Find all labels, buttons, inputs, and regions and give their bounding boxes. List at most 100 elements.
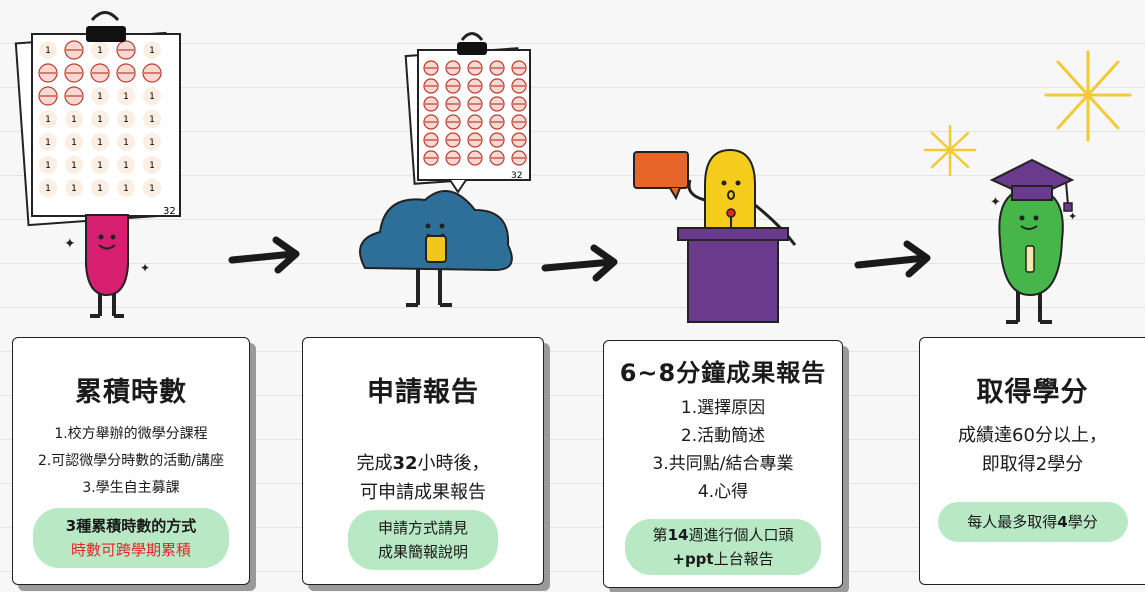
note-text-red: 時數可跨學期累積 bbox=[70, 541, 191, 559]
empty-stamp-slot bbox=[65, 133, 83, 151]
stamp-digit: 1 bbox=[45, 138, 51, 148]
pink-character: ✦ ✦ bbox=[64, 214, 150, 318]
stamp-digit: 1 bbox=[45, 184, 51, 194]
empty-stamp-slot bbox=[91, 41, 109, 59]
note-text: 上台報告 bbox=[713, 550, 774, 568]
stamp-digit: 1 bbox=[123, 138, 129, 148]
list-item: 3.學生自主募課 bbox=[82, 480, 180, 496]
empty-stamp-slot bbox=[117, 87, 135, 105]
list-item: 2.活動簡述 bbox=[680, 426, 766, 446]
stamp-digit: 1 bbox=[45, 115, 51, 125]
stamp-digit: 1 bbox=[97, 92, 103, 102]
empty-stamp-slot bbox=[117, 179, 135, 197]
empty-stamp-slot bbox=[39, 133, 57, 151]
stamp-digit: 1 bbox=[71, 138, 77, 148]
svg-text:✦: ✦ bbox=[990, 195, 1001, 210]
note-text: 申請方式請見 bbox=[377, 519, 468, 537]
empty-stamp-slot bbox=[39, 179, 57, 197]
stamp-digit: 1 bbox=[97, 46, 103, 56]
speech-bubble-icon bbox=[633, 151, 689, 201]
card-body: 成績達60分以上， 即取得2學分 bbox=[920, 421, 1145, 479]
step-card-accumulate-hours: 累積時數 1.校方舉辦的微學分課程 2.可認微學分時數的活動/講座 3.學生自主… bbox=[12, 337, 250, 585]
green-character: ✦ ✦ bbox=[990, 186, 1077, 324]
stamp-digit: 1 bbox=[149, 138, 155, 148]
empty-stamp-slot bbox=[91, 156, 109, 174]
list-item: 2.可認微學分時數的活動/講座 bbox=[37, 453, 225, 469]
card-title: 取得學分 bbox=[976, 377, 1089, 408]
empty-stamp-slot bbox=[143, 179, 161, 197]
empty-stamp-slot bbox=[143, 41, 161, 59]
list-item: 1.選擇原因 bbox=[680, 398, 766, 418]
phone-icon bbox=[425, 235, 447, 263]
empty-stamp-slot bbox=[39, 110, 57, 128]
empty-stamp-slot bbox=[143, 156, 161, 174]
note-num: 3 bbox=[65, 517, 77, 535]
report-sheet: 32 bbox=[404, 47, 531, 194]
firework-icon bbox=[923, 124, 977, 177]
stamp-digit: 1 bbox=[71, 161, 77, 171]
empty-stamp-slot bbox=[91, 110, 109, 128]
list-item: 1.校方舉辦的微學分課程 bbox=[54, 426, 208, 442]
stamp-digit: 1 bbox=[123, 184, 129, 194]
stamp-digit: 1 bbox=[149, 161, 155, 171]
empty-stamp-slot bbox=[91, 179, 109, 197]
note-text: 週進行個人口頭 bbox=[688, 526, 794, 544]
empty-stamp-slot bbox=[91, 87, 109, 105]
empty-stamp-slot bbox=[39, 41, 57, 59]
yellow-character bbox=[687, 148, 797, 246]
note-text: 種累積時數的方式 bbox=[76, 517, 197, 535]
empty-stamp-slot bbox=[117, 133, 135, 151]
step-card-apply-report: 申請報告 完成32小時後， 可申請成果報告 申請方式請見 成果簡報說明 bbox=[302, 337, 544, 585]
week-number: 14 bbox=[667, 526, 689, 544]
stamp-digit: 1 bbox=[45, 161, 51, 171]
credit-number: 4 bbox=[1057, 513, 1068, 531]
stamp-digit: 1 bbox=[71, 184, 77, 194]
note-text: 每人最多取得 bbox=[967, 513, 1058, 531]
stamp-digit: 1 bbox=[149, 92, 155, 102]
body-text: 小時後， bbox=[417, 453, 490, 474]
stamp-digit: 1 bbox=[97, 184, 103, 194]
empty-stamp-slot bbox=[65, 179, 83, 197]
note-text: 學分 bbox=[1067, 513, 1098, 531]
cloud-character bbox=[359, 190, 513, 307]
card-title: 累積時數 bbox=[75, 377, 187, 408]
note-text: 成果簡報說明 bbox=[377, 543, 468, 561]
hours-number: 32 bbox=[392, 453, 418, 474]
sheet-badge-2: 32 bbox=[511, 171, 522, 181]
item-list: 1.校方舉辦的微學分課程 2.可認微學分時數的活動/講座 3.學生自主募課 bbox=[13, 421, 249, 502]
arrow-icon bbox=[228, 250, 297, 264]
note-pill: 每人最多取得4學分 bbox=[937, 502, 1128, 542]
empty-stamp-slot bbox=[65, 156, 83, 174]
binder-clip-icon bbox=[457, 32, 487, 55]
graduation-cap-icon bbox=[989, 158, 1075, 212]
binder-clip-icon bbox=[86, 11, 126, 42]
stamp-digit: 1 bbox=[97, 115, 103, 125]
svg-text:✦: ✦ bbox=[140, 261, 150, 275]
stamp-digit: 1 bbox=[97, 161, 103, 171]
body-text: 即取得2學分 bbox=[981, 454, 1084, 475]
firework-icon bbox=[1044, 50, 1132, 142]
stamp-digit: 1 bbox=[97, 138, 103, 148]
card-body: 完成32小時後， 可申請成果報告 bbox=[303, 449, 543, 507]
stamp-digit: 1 bbox=[149, 184, 155, 194]
list-item: 3.共同點/結合專業 bbox=[652, 454, 794, 474]
ppt-label: +ppt bbox=[672, 550, 714, 568]
diploma-icon bbox=[1025, 245, 1035, 273]
empty-stamp-slot bbox=[65, 110, 83, 128]
arrow-icon bbox=[541, 258, 616, 272]
note-pill: 第14週進行個人口頭 +ppt上台報告 bbox=[625, 519, 821, 575]
note-pill: 申請方式請見 成果簡報說明 bbox=[348, 510, 498, 570]
stamp-digit: 1 bbox=[123, 115, 129, 125]
card-title: 6~8分鐘成果報告 bbox=[619, 359, 827, 387]
empty-stamp-slot bbox=[91, 133, 109, 151]
list-item: 4.心得 bbox=[697, 482, 749, 502]
podium bbox=[677, 227, 789, 323]
svg-text:✦: ✦ bbox=[1068, 210, 1077, 223]
empty-stamp-slot bbox=[143, 133, 161, 151]
stamp-digit: 1 bbox=[149, 115, 155, 125]
note-text: 第 bbox=[652, 526, 668, 544]
item-list: 1.選擇原因 2.活動簡述 3.共同點/結合專業 4.心得 bbox=[604, 394, 842, 506]
sheet-badge: 32 bbox=[163, 206, 176, 217]
